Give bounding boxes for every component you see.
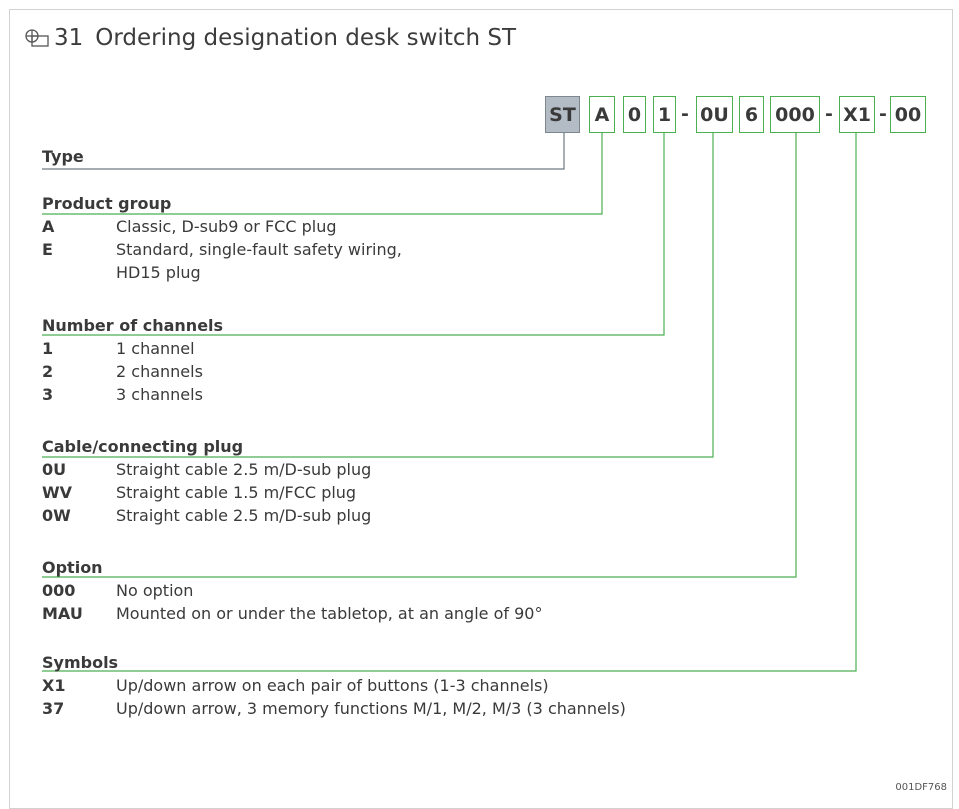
section-heading: Symbols [42,653,119,672]
code-digit-0: 0 [623,96,646,133]
code-symbols: X1 [839,96,875,133]
code-separator: - [681,103,689,125]
figure-icon [25,29,49,47]
list-item: HD15 plug [116,263,201,282]
type-connector-line [42,133,565,170]
section-heading: Product group [42,194,172,213]
code-separator: - [879,103,887,125]
code-type: ST [545,96,580,133]
code-separator: - [825,103,833,125]
figure-title: 31 Ordering designation desk switch ST [24,24,516,52]
section-heading: Cable/connecting plug [42,437,244,456]
code-cable: 0U [696,96,733,133]
cable-connector-line [42,133,714,458]
option-connector-line [42,133,797,578]
product-group-connector-line [42,133,603,215]
section-type: Type [42,146,84,168]
code-product-group: A [589,96,615,133]
section-heading: Type [42,147,84,166]
channels-connector-line [42,133,665,336]
image-id-label: 001DF768 [895,782,947,793]
code-option: 000 [770,96,820,133]
figure-number: 31 [54,25,84,51]
code-digit-6: 6 [739,96,764,133]
section-heading: Number of channels [42,316,224,335]
figure-title-text: Ordering designation desk switch ST [95,25,517,51]
code-channels: 1 [653,96,676,133]
section-heading: Option [42,558,103,577]
code-suffix: 00 [890,96,926,133]
symbols-connector-line [42,133,857,672]
